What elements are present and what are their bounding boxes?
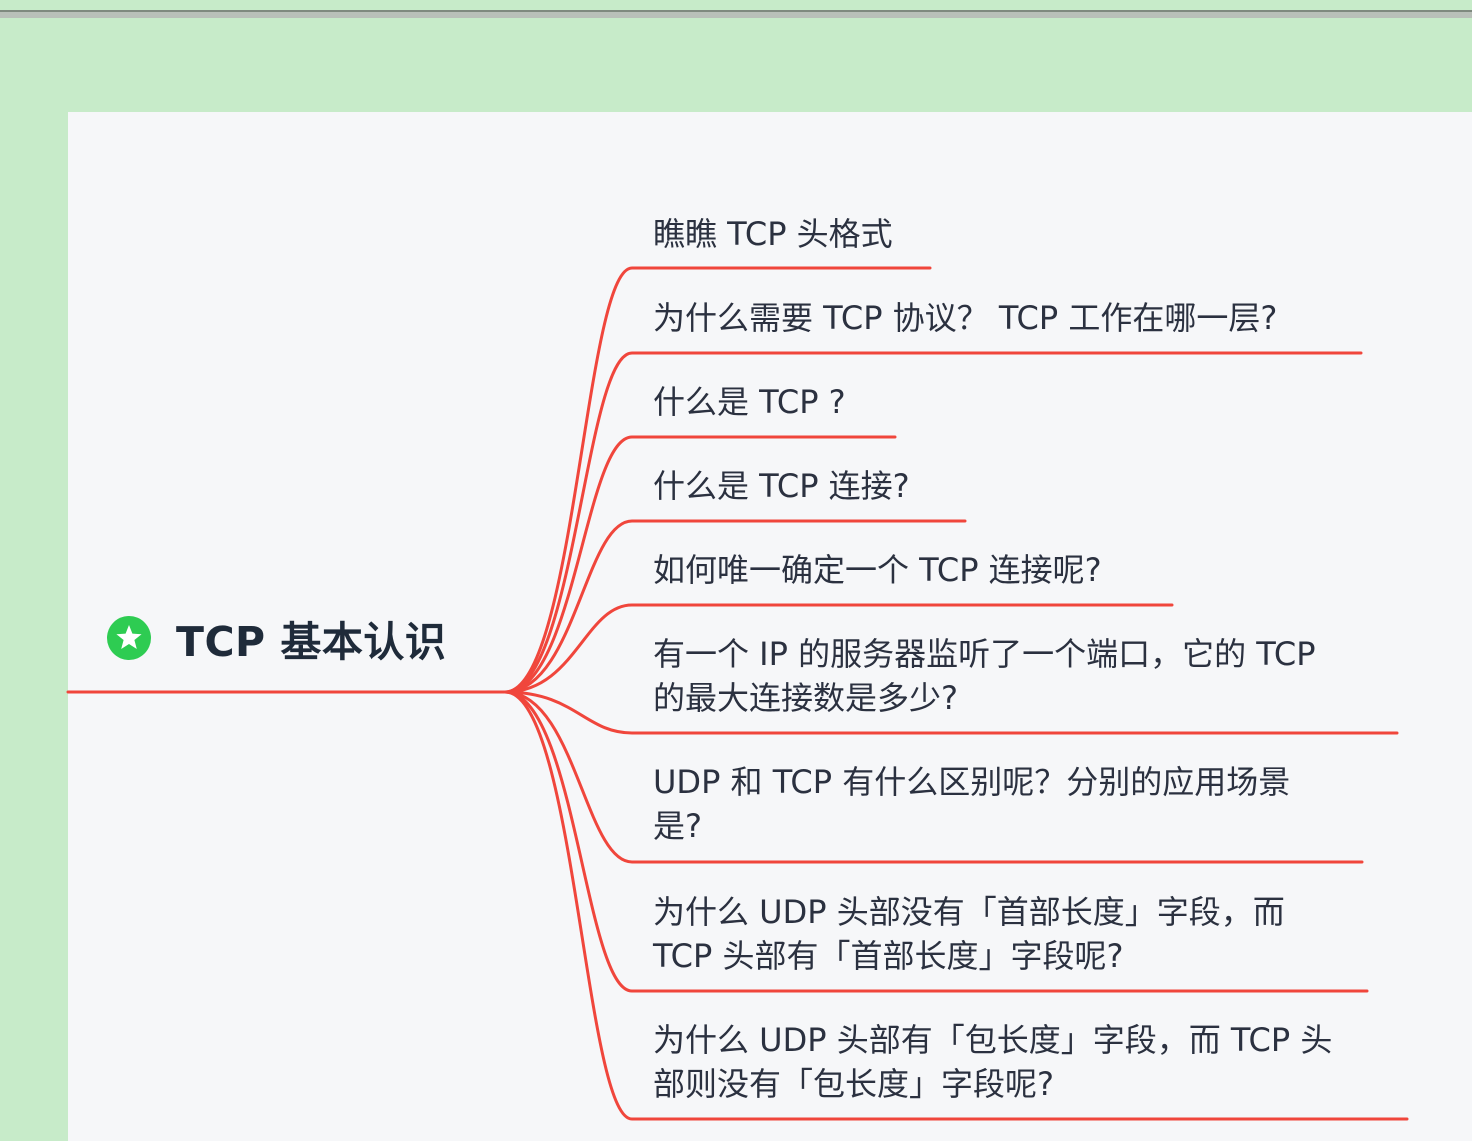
branch-label-line: 部则没有「包长度」字段呢? bbox=[653, 1065, 1054, 1103]
branch-label-line: 为什么 UDP 头部有「包长度」字段，而 TCP 头 bbox=[653, 1021, 1333, 1059]
branch-edge bbox=[503, 690, 1369, 993]
branch-node[interactable]: 瞧瞧 TCP 头格式 bbox=[653, 212, 893, 256]
branch-node[interactable]: UDP 和 TCP 有什么区别呢？分别的应用场景 是? bbox=[653, 760, 1290, 848]
root-title: TCP 基本认识 bbox=[176, 618, 447, 666]
branch-edge bbox=[503, 435, 897, 694]
branch-label-line: UDP 和 TCP 有什么区别呢？分别的应用场景 bbox=[653, 763, 1291, 801]
branch-edge bbox=[503, 603, 1174, 694]
branch-label-line: 为什么 UDP 头部没有「首部长度」字段，而 bbox=[653, 893, 1285, 931]
branch-node[interactable]: 有一个 IP 的服务器监听了一个端口，它的 TCP 的最大连接数是多少? bbox=[653, 632, 1316, 720]
root-node[interactable]: TCP 基本认识 bbox=[106, 612, 446, 666]
branch-label: 什么是 TCP ? bbox=[653, 383, 846, 421]
border-line bbox=[0, 10, 1472, 12]
branch-node[interactable]: 什么是 TCP 连接? bbox=[653, 464, 910, 508]
branch-node[interactable]: 为什么需要 TCP 协议？ TCP 工作在哪一层? bbox=[653, 296, 1277, 340]
branch-node[interactable]: 为什么 UDP 头部有「包长度」字段，而 TCP 头 部则没有「包长度」字段呢? bbox=[653, 1018, 1332, 1106]
border-shadow bbox=[0, 12, 1472, 18]
branch-label-line: 是? bbox=[653, 807, 702, 845]
branch-label: 瞧瞧 TCP 头格式 bbox=[653, 215, 893, 253]
branch-label-line: 有一个 IP 的服务器监听了一个端口，它的 TCP bbox=[653, 635, 1316, 673]
star-badge-icon bbox=[107, 616, 151, 660]
branch-label-line: TCP 头部有「首部长度」字段呢? bbox=[653, 937, 1124, 975]
branch-edge bbox=[503, 690, 1399, 735]
window-top-border bbox=[0, 0, 1472, 18]
branch-label: 什么是 TCP 连接? bbox=[653, 467, 910, 505]
mindmap-canvas bbox=[68, 112, 1472, 1141]
branch-edge bbox=[503, 351, 1363, 694]
branch-label: 为什么需要 TCP 协议？ TCP 工作在哪一层? bbox=[653, 299, 1278, 337]
branch-edge bbox=[503, 266, 932, 694]
branch-edge bbox=[503, 519, 967, 694]
branch-node[interactable]: 如何唯一确定一个 TCP 连接呢? bbox=[653, 548, 1102, 592]
branch-edge bbox=[503, 690, 1409, 1121]
branch-edge bbox=[503, 690, 1364, 864]
branch-label: 如何唯一确定一个 TCP 连接呢? bbox=[653, 551, 1102, 589]
branch-node[interactable]: 为什么 UDP 头部没有「首部长度」字段，而 TCP 头部有「首部长度」字段呢? bbox=[653, 890, 1285, 978]
branch-node[interactable]: 什么是 TCP ? bbox=[653, 380, 846, 424]
branch-label-line: 的最大连接数是多少? bbox=[653, 679, 958, 717]
